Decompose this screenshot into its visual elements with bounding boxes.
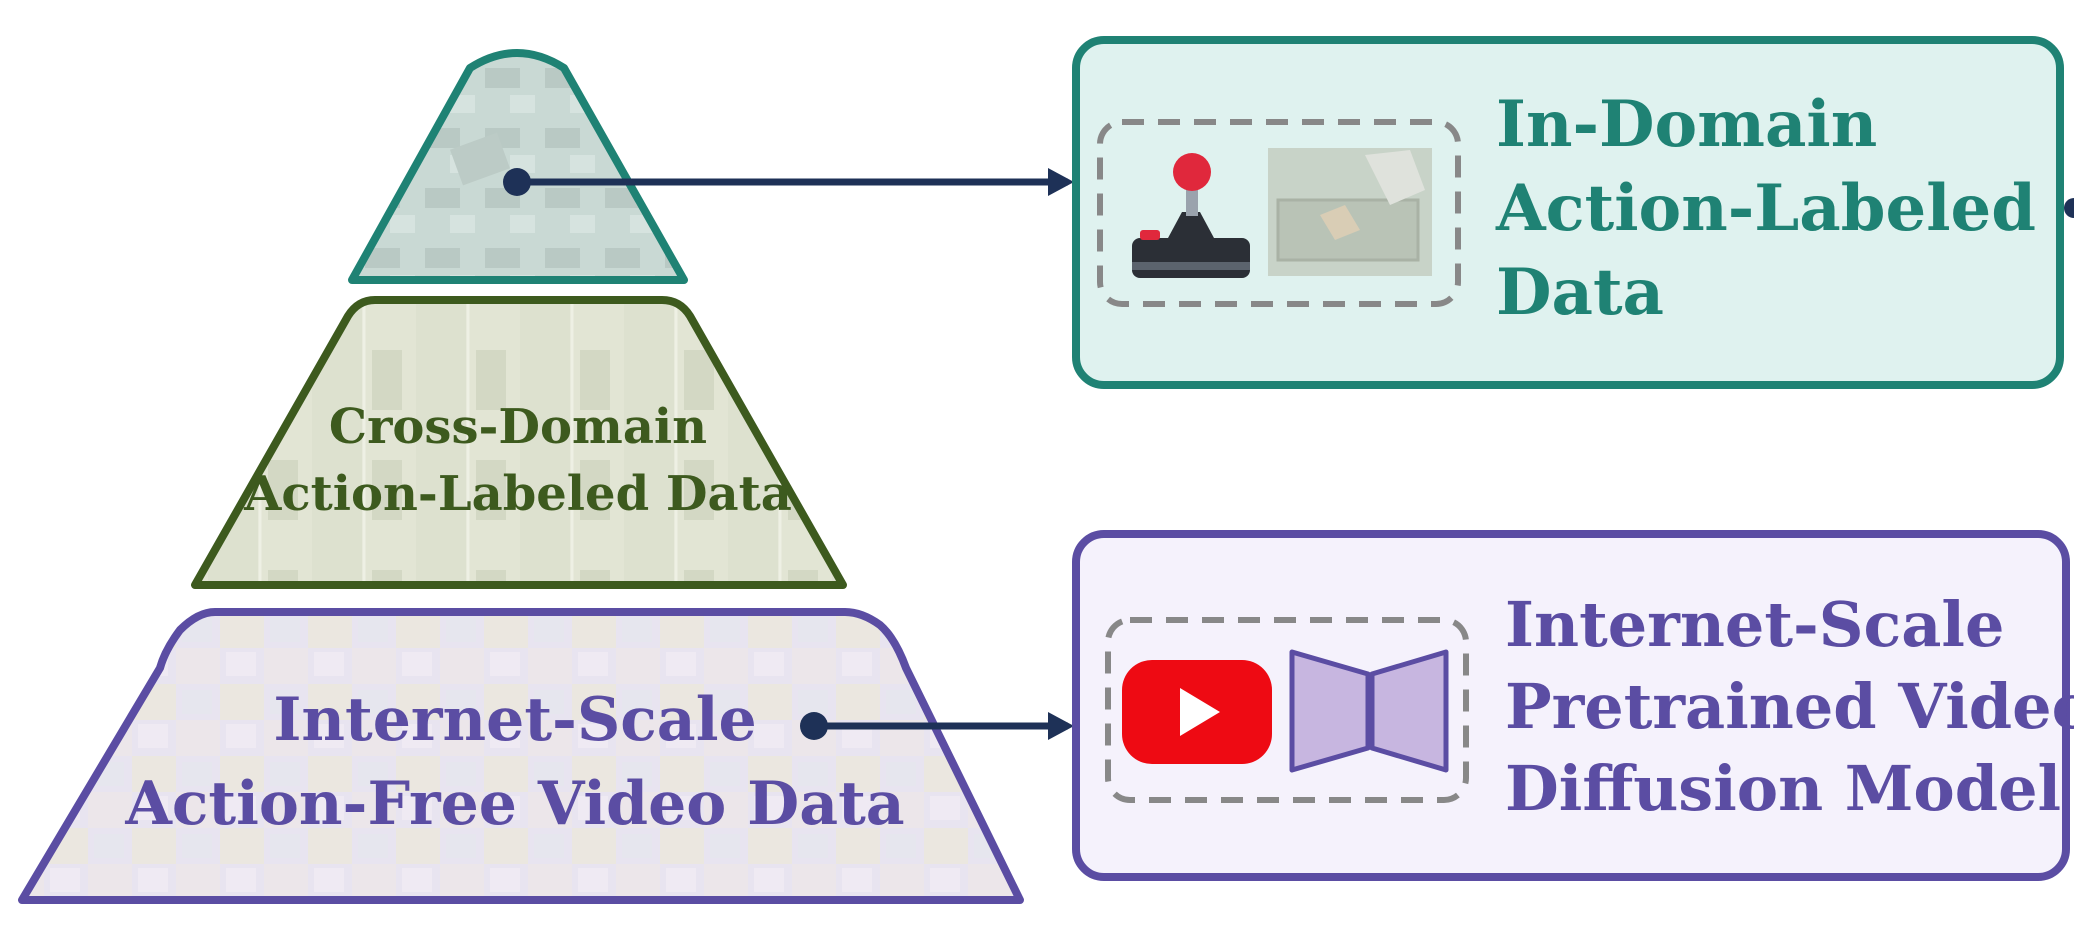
pretrained-model-box: Internet-Scale Pretrained Video Diffusio… — [1072, 530, 2074, 881]
arrow-top-to-in-domain — [503, 168, 1074, 196]
in-domain-box: In-Domain Action-Labeled Data — [1072, 36, 2064, 389]
top-tier-shape — [348, 49, 688, 284]
youtube-play-icon — [1122, 660, 1272, 764]
pretrained-title-line-1: Internet-Scale — [1505, 588, 2004, 661]
arrowhead-top — [1048, 168, 1074, 196]
in-domain-dashed-frame — [1097, 119, 1461, 307]
pretrained-dashed-frame — [1105, 617, 1469, 803]
pretrained-title-line-2: Pretrained Video — [1505, 670, 2074, 743]
pyramid-middle-tier: Cross-Domain Action-Labeled Data — [191, 296, 847, 589]
in-domain-title-line-2: Action-Labeled — [1495, 171, 2036, 246]
arrow-bottom-to-pretrained — [800, 712, 1074, 740]
in-domain-title-line-1: In-Domain — [1496, 87, 1877, 162]
pyramid-bottom-tier: Internet-Scale Action-Free Video Data — [18, 608, 1024, 904]
top-tier-image-detail — [450, 132, 510, 186]
bottom-tier-label-line-1: Internet-Scale — [273, 685, 756, 755]
middle-tier-label-line-2: Action-Labeled Data — [243, 466, 792, 522]
joystick-icon — [1132, 153, 1250, 278]
encoder-decoder-icon — [1289, 649, 1449, 773]
pretrained-title-line-3: Diffusion Model — [1505, 752, 2061, 825]
in-domain-title-line-3: Data — [1496, 255, 1664, 330]
middle-tier-label-line-1: Cross-Domain — [329, 399, 707, 455]
bottom-tier-label-line-2: Action-Free Video Data — [124, 769, 904, 839]
bottom-tier-shape — [18, 608, 1024, 904]
middle-tier-shape — [191, 296, 847, 589]
right-edge-connector-dot — [2064, 198, 2074, 218]
robot-drawer-thumbnail — [1268, 148, 1432, 276]
pyramid-top-tier — [348, 49, 688, 284]
arrow-origin-dot-bottom — [800, 712, 828, 740]
arrowhead-bottom — [1048, 712, 1074, 740]
in-domain-box-frame — [1072, 36, 2064, 389]
arrow-origin-dot-top — [503, 168, 531, 196]
